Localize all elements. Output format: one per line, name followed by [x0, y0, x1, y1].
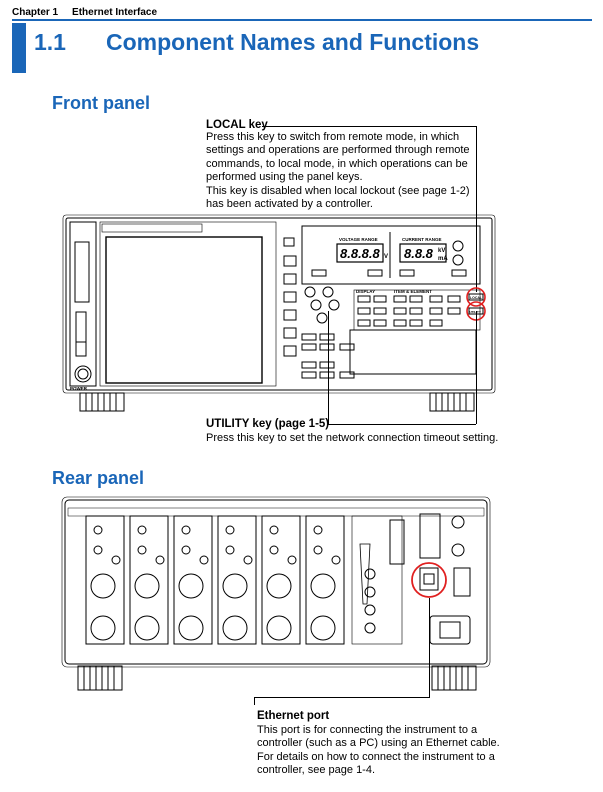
chapter-title: Ethernet Interface	[72, 7, 158, 18]
ethernet-port-title: Ethernet port	[257, 710, 330, 722]
local-key-leader-h	[262, 126, 476, 127]
local-key-description: Press this key to switch from remote mod…	[206, 131, 506, 211]
section-number: 1.1	[34, 29, 66, 55]
input-module	[173, 515, 213, 645]
local-key-line: settings and operations are performed th…	[206, 144, 470, 157]
local-key-line: performed using the panel keys.	[206, 171, 363, 184]
input-module	[305, 515, 345, 645]
power-label: POWER	[70, 386, 88, 391]
ethernet-port-line: controller, see page 1-4.	[257, 764, 376, 777]
ethernet-port-line: controller (such as a PC) using an Ether…	[257, 737, 500, 750]
current-unit-bottom: mA	[438, 256, 448, 262]
rear-panel-drawing	[61, 496, 491, 691]
local-key-title: LOCAL key	[206, 119, 268, 131]
input-module	[261, 515, 301, 645]
input-module	[129, 515, 169, 645]
local-key-line: commands, to local mode, in which operat…	[206, 157, 468, 170]
local-key[interactable]: LOCAL	[466, 287, 486, 307]
ethernet-port-description: This port is for connecting the instrume…	[257, 724, 557, 778]
local-key-line: has been activated by a controller.	[206, 198, 373, 211]
input-module	[217, 515, 257, 645]
current-display: 8.8.8	[404, 246, 434, 261]
section-bar	[12, 23, 26, 73]
chapter-header: Chapter 1 Ethernet Interface	[12, 7, 157, 18]
ethernet-port-leader-v	[429, 598, 430, 697]
local-key-line: This key is disabled when local lockout …	[206, 184, 470, 197]
ethernet-port-line: For details on how to connect the instru…	[257, 750, 495, 763]
utility-key-description: Press this key to set the network connec…	[206, 432, 499, 444]
chapter-label: Chapter 1	[12, 7, 59, 18]
utility-key-leader-h	[328, 424, 476, 425]
voltage-range-label: VOLTAGE RANGE	[339, 237, 378, 242]
local-key-leader-v	[476, 126, 477, 292]
current-unit-top: kV	[438, 248, 445, 254]
item-element-label: ITEM & ELEMENT	[394, 289, 432, 294]
voltage-display: 8.8.8.8	[340, 246, 381, 261]
front-panel-drawing: VOLTAGE RANGE CURRENT RANGE DISPLAY ITEM…	[62, 214, 496, 412]
utility-key-label: UTILITY	[470, 310, 481, 314]
local-key-line: Press this key to switch from remote mod…	[206, 131, 460, 143]
front-panel-heading: Front panel	[52, 93, 150, 113]
utility-key-leader-v2	[476, 311, 477, 424]
local-key-label: LOCAL	[470, 296, 483, 300]
input-module	[85, 515, 125, 645]
utility-key-title: UTILITY key (page 1-5)	[206, 418, 330, 430]
ethernet-port-line: This port is for connecting the instrume…	[257, 724, 478, 736]
rear-panel-heading: Rear panel	[52, 468, 145, 488]
current-range-label: CURRENT RANGE	[402, 237, 442, 242]
utility-key-leader-v	[328, 311, 329, 424]
display-label: DISPLAY	[356, 289, 375, 294]
ethernet-port-leader-tick	[254, 697, 255, 705]
section-title: Component Names and Functions	[106, 29, 480, 55]
voltage-unit: V	[384, 254, 388, 260]
header-rule	[12, 19, 592, 21]
ethernet-port-leader-h	[254, 697, 430, 698]
ethernet-port[interactable]	[411, 562, 447, 598]
